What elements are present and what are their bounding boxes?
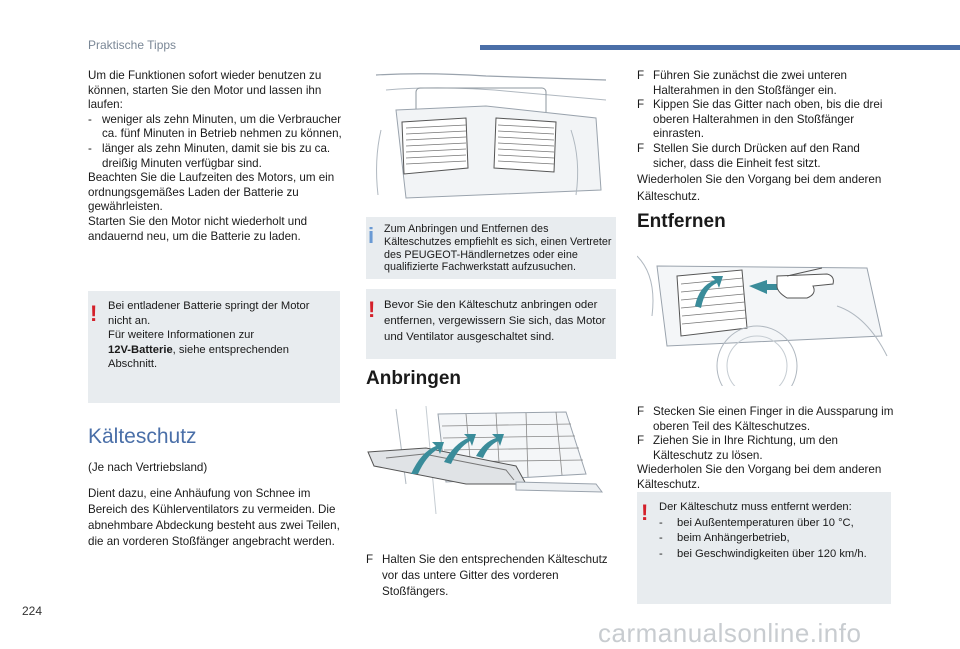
arrow-marker-icon: F [637, 141, 645, 155]
list-item: - weniger als zehn Minuten, um die Verbr… [88, 112, 342, 141]
warning-box-battery: ! Bei entladener Batterie springt der Mo… [88, 291, 340, 403]
note: (Je nach Vertriebsland) [88, 461, 208, 474]
arrow-marker-icon: F [366, 553, 374, 566]
warning-box-engine: ! Bevor Sie den Kälteschutz anbringen od… [366, 289, 616, 359]
info-box-dealer: i Zum Anbringen und Entfernen des Kältes… [366, 217, 616, 279]
remove-illustration [636, 246, 891, 407]
dash-marker: - [88, 141, 92, 155]
list-item: F Kippen Sie das Gitter nach oben, bis d… [637, 98, 883, 141]
arrow-marker-icon: F [637, 434, 645, 448]
list-item: F Führen Sie zunächst die zwei unteren H… [637, 69, 847, 97]
column-3-steps: F Führen Sie zunächst die zwei unteren H… [637, 69, 895, 205]
paragraph: Starten Sie den Motor nicht wiederholt u… [88, 214, 308, 243]
warning-icon: ! [641, 500, 649, 525]
header-accent-bar [480, 45, 960, 50]
illustration-grille-top [366, 70, 616, 205]
arrow-marker-icon: F [637, 69, 645, 82]
anbringen-step: F Halten Sie den entsprechenden Kältesch… [366, 553, 608, 598]
list-item: F Ziehen Sie in Ihre Richtung, um den Kä… [637, 434, 838, 462]
arrow-marker-icon: F [637, 405, 645, 418]
arrow-marker-icon: F [637, 98, 645, 112]
warning-box-remove: ! Der Kälteschutz muss entfernt werden: … [637, 492, 891, 604]
heading-entfernen: Entfernen [637, 211, 726, 232]
list-item: - länger als zehn Minuten, damit sie bis… [88, 141, 331, 170]
paragraph: Dient dazu, eine Anhäufung von Schnee im… [88, 487, 340, 548]
illustration-remove [636, 246, 891, 407]
paragraph: Beachten Sie die Laufzeiten des Motors, … [88, 171, 335, 214]
warning-icon: ! [368, 297, 376, 322]
column-3-remove-steps: F Stecken Sie einen Finger in die Ausspa… [637, 405, 895, 493]
dash-marker: - [88, 112, 92, 126]
illustration-install [366, 404, 616, 539]
grille-illustration [366, 70, 616, 205]
column-1-text: Um die Funktionen sofort wieder benutzen… [88, 69, 342, 244]
paragraph: Wiederholen Sie den Vorgang bei dem ande… [637, 463, 882, 491]
section-title: Praktische Tipps [88, 38, 177, 52]
heading-kaelteschutz: Kälteschutz [88, 425, 197, 448]
watermark: carmanualsonline.info [598, 618, 862, 648]
list-item: - beim Anhängerbetrieb, [659, 532, 790, 544]
paragraph: Wiederholen Sie den Vorgang bei dem ande… [637, 173, 882, 204]
list-item: - bei Geschwindigkeiten über 120 km/h. [659, 547, 867, 560]
list-item: F Stecken Sie einen Finger in die Ausspa… [637, 405, 894, 433]
list-item: F Stellen Sie durch Drücken auf den Rand… [637, 141, 860, 170]
info-icon: i [368, 223, 375, 248]
heading-anbringen: Anbringen [366, 368, 461, 389]
page-number: 224 [22, 604, 43, 618]
column-1-lower: (Je nach Vertriebsland) Dient dazu, eine… [88, 460, 342, 550]
list-item: - bei Außentemperaturen über 10 °C, [659, 516, 854, 529]
install-illustration [366, 404, 616, 539]
intro-paragraph: Um die Funktionen sofort wieder benutzen… [88, 69, 322, 112]
warning-icon: ! [90, 301, 98, 326]
